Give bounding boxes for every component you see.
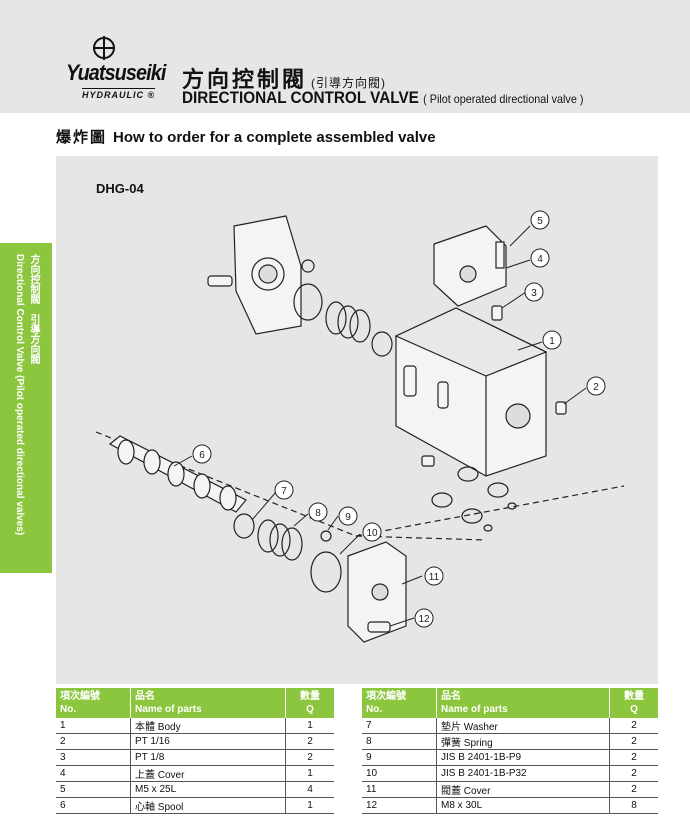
callout-6-label: 6 — [199, 450, 205, 461]
title-cn-sub: (引導方向閥) — [311, 76, 387, 90]
brand-sub: HYDRAULIC ® — [82, 88, 156, 100]
section-title-en: How to order for a complete assembled va… — [113, 129, 436, 146]
oring-9 — [320, 530, 332, 542]
section-title-cn: 爆炸圖 — [56, 129, 108, 146]
washer-part — [233, 513, 255, 539]
callout-12 — [414, 608, 434, 628]
callout-8-label: 8 — [315, 508, 321, 519]
page-title-cn: 方向控制閥(引導方向閥) — [182, 62, 386, 94]
callout-10-label: 10 — [366, 528, 378, 539]
section-title: 爆炸圖 How to order for a complete assembled… — [56, 126, 436, 147]
callout-2 — [586, 376, 606, 396]
plug-top — [491, 305, 503, 321]
callout-8 — [308, 502, 328, 522]
top-spring — [325, 301, 371, 343]
callout-1 — [542, 330, 562, 350]
callout-4 — [530, 248, 550, 268]
spool-part — [108, 435, 247, 513]
header-band — [0, 0, 690, 113]
callout-2-label: 2 — [593, 382, 599, 393]
callout-7-label: 7 — [281, 486, 287, 497]
callout-4-label: 4 — [537, 254, 543, 265]
main-body-part — [394, 307, 548, 477]
pilot-cover-part — [433, 225, 507, 307]
title-cn-main: 方向控制閥 — [182, 67, 308, 92]
side-tab-text: 方向控制閥 引導方向閥 Directional Control Valve (P… — [12, 254, 40, 535]
top-left-cover-part — [207, 215, 302, 335]
side-tab-line-en: Directional Control Valve (Pilot operate… — [14, 254, 25, 536]
title-en-main: DIRECTIONAL CONTROL VALVE — [182, 88, 419, 107]
bottom-spring — [257, 519, 303, 561]
page-title-en: DIRECTIONAL CONTROL VALVE ( Pilot operat… — [182, 88, 583, 108]
callout-5 — [530, 210, 550, 230]
side-tab — [0, 243, 52, 573]
top-oring — [293, 283, 323, 321]
callout-12-label: 12 — [418, 614, 430, 625]
callout-5-label: 5 — [537, 216, 543, 227]
callout-11 — [424, 566, 444, 586]
plug-right — [555, 401, 567, 415]
plug-bottom — [421, 455, 435, 467]
callout-11-label: 11 — [429, 572, 440, 583]
diagram-model-label: DHG-04 — [96, 181, 144, 196]
callout-7 — [274, 480, 294, 500]
brand-logo: Yuatsuseiki HYDRAULIC ® — [66, 36, 176, 106]
callout-10 — [362, 522, 382, 542]
callout-6 — [192, 444, 212, 464]
title-en-sub: ( Pilot operated directional valve ) — [423, 92, 584, 106]
valve-cover-part — [347, 541, 407, 643]
callout-3 — [524, 282, 544, 302]
callout-9-label: 9 — [345, 512, 351, 523]
logo-mark-icon — [93, 36, 115, 60]
brand-name: Yuatsuseiki — [66, 60, 166, 85]
side-tab-line-cn: 方向控制閥 引導方向閥 — [28, 254, 39, 364]
callout-3-label: 3 — [531, 288, 537, 299]
oring-10 — [310, 551, 342, 593]
callout-1-label: 1 — [549, 336, 555, 347]
callout-9 — [338, 506, 358, 526]
exploded-view-drawing: 5 4 3 1 2 6 7 8 9 10 11 12 — [95, 210, 625, 643]
